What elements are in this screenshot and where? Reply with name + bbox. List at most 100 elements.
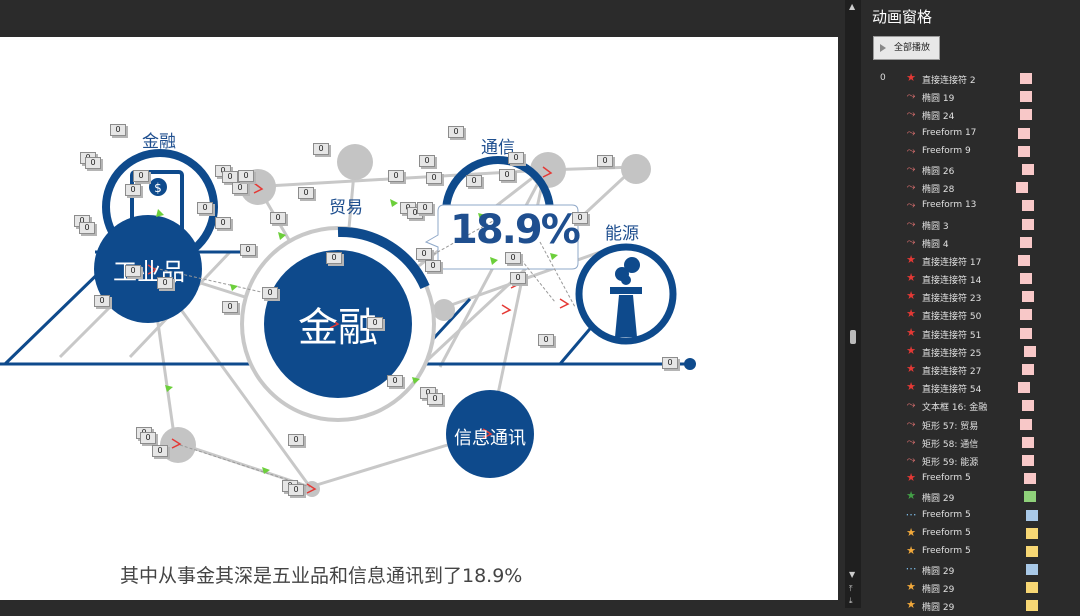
prev-slide-icon[interactable]: ⤒ <box>849 584 853 593</box>
timing-bar[interactable] <box>1020 109 1032 121</box>
timing-bar[interactable] <box>1018 254 1030 266</box>
animation-item[interactable]: ⤳矩形 57: 贸易 <box>862 416 1080 434</box>
animation-order-tag[interactable]: 0 <box>215 217 231 229</box>
animation-item[interactable]: ⤳Freeform 17 <box>862 125 1080 143</box>
timing-bar[interactable] <box>1018 382 1030 394</box>
animation-order-tag[interactable]: 0 <box>505 252 521 264</box>
slide-editor[interactable]: $ <box>0 0 845 608</box>
animation-item[interactable]: ★椭圆 29 <box>862 597 1080 615</box>
animation-order-tag[interactable]: 0 <box>367 317 383 329</box>
timing-bar[interactable] <box>1020 418 1032 430</box>
animation-item[interactable]: ★直接连接符 51 <box>862 325 1080 343</box>
animation-order-tag[interactable]: 0 <box>538 334 554 346</box>
timing-bar[interactable] <box>1026 564 1038 576</box>
animation-order-tag[interactable]: 0 <box>416 248 432 260</box>
label-trade-top[interactable]: 贸易 <box>329 198 363 218</box>
timing-bar[interactable] <box>1026 527 1038 539</box>
animation-order-tag[interactable]: 0 <box>326 252 342 264</box>
animation-item[interactable]: ★直接连接符 23 <box>862 288 1080 306</box>
animation-item[interactable]: ★椭圆 29 <box>862 488 1080 506</box>
animation-order-tag[interactable]: 0 <box>419 155 435 167</box>
animation-order-tag[interactable]: 0 <box>222 301 238 313</box>
animation-order-tag[interactable]: 0 <box>197 202 213 214</box>
animation-list[interactable]: 0★直接连接符 2⤳椭圆 19⤳椭圆 24⤳Freeform 17⤳Freefo… <box>862 70 1080 616</box>
timing-bar[interactable] <box>1024 345 1036 357</box>
animation-order-tag[interactable]: 0 <box>238 170 254 182</box>
animation-order-tag[interactable]: 0 <box>157 277 173 289</box>
animation-order-tag[interactable]: 0 <box>466 175 482 187</box>
timing-bar[interactable] <box>1022 436 1034 448</box>
label-info-comm[interactable]: 信息通讯 <box>454 428 526 449</box>
play-all-button[interactable]: 全部播放 <box>873 36 940 60</box>
animation-order-tag[interactable]: 0 <box>140 432 156 444</box>
timing-bar[interactable] <box>1026 582 1038 594</box>
label-industrial[interactable]: 工业品 <box>113 258 185 286</box>
animation-item[interactable]: ★Freeform 5 <box>862 470 1080 488</box>
animation-order-tag[interactable]: 0 <box>288 434 304 446</box>
editor-scrollbar[interactable]: ▲ ▼ ⤒ ⤓ <box>845 0 861 608</box>
animation-order-tag[interactable]: 0 <box>94 295 110 307</box>
animation-order-tag[interactable]: 0 <box>240 244 256 256</box>
label-finance-top[interactable]: 金融 <box>142 132 176 152</box>
animation-order-tag[interactable]: 0 <box>417 202 433 214</box>
animation-item[interactable]: ★直接连接符 50 <box>862 306 1080 324</box>
animation-order-tag[interactable]: 0 <box>572 212 588 224</box>
timing-bar[interactable] <box>1020 236 1032 248</box>
timing-bar[interactable] <box>1022 364 1034 375</box>
animation-order-tag[interactable]: 0 <box>388 170 404 182</box>
timing-bar[interactable] <box>1022 163 1034 175</box>
animation-order-tag[interactable]: 0 <box>125 184 141 196</box>
animation-order-tag[interactable]: 0 <box>232 182 248 194</box>
animation-item[interactable]: ⤳椭圆 4 <box>862 234 1080 252</box>
animation-order-tag[interactable]: 0 <box>426 172 442 184</box>
animation-item[interactable]: ⋯Freeform 5 <box>862 507 1080 525</box>
animation-order-tag[interactable]: 0 <box>298 187 314 199</box>
animation-order-tag[interactable]: 0 <box>427 393 443 405</box>
timing-bar[interactable] <box>1022 291 1034 303</box>
animation-order-tag[interactable]: 0 <box>499 169 515 181</box>
timing-bar[interactable] <box>1026 509 1038 521</box>
slide-caption[interactable]: 其中从事金其深是五业品和信息通讯到了18.9% <box>120 565 523 587</box>
animation-order-tag[interactable]: 0 <box>662 357 678 369</box>
timing-bar[interactable] <box>1020 73 1032 84</box>
animation-order-tag[interactable]: 0 <box>387 375 403 387</box>
animation-order-tag[interactable]: 0 <box>597 155 613 167</box>
animation-item[interactable]: ⋯椭圆 29 <box>862 561 1080 579</box>
animation-item[interactable]: ★直接连接符 14 <box>862 270 1080 288</box>
animation-item[interactable]: ⤳椭圆 26 <box>862 161 1080 179</box>
timing-bar[interactable] <box>1018 145 1030 157</box>
label-comm-top[interactable]: 通信 <box>481 138 515 158</box>
timing-bar[interactable] <box>1022 200 1034 212</box>
animation-order-tag[interactable]: 0 <box>288 484 304 496</box>
animation-order-tag[interactable]: 0 <box>79 222 95 234</box>
timing-bar[interactable] <box>1026 545 1038 557</box>
animation-order-tag[interactable]: 0 <box>152 445 168 457</box>
animation-item[interactable]: 0★直接连接符 2 <box>862 70 1080 88</box>
animation-item[interactable]: ⤳Freeform 13 <box>862 197 1080 215</box>
timing-bar[interactable] <box>1022 400 1034 412</box>
animation-item[interactable]: ⤳矩形 59: 能源 <box>862 452 1080 470</box>
next-slide-icon[interactable]: ⤓ <box>849 596 853 605</box>
animation-item[interactable]: ★直接连接符 54 <box>862 379 1080 397</box>
timing-bar[interactable] <box>1026 600 1038 612</box>
label-finance-center[interactable]: 金融 <box>298 305 378 351</box>
animation-order-tag[interactable]: 0 <box>270 212 286 224</box>
animation-order-tag[interactable]: 0 <box>262 287 278 299</box>
timing-bar[interactable] <box>1020 91 1032 103</box>
animation-item[interactable]: ⤳椭圆 3 <box>862 216 1080 234</box>
animation-item[interactable]: ★直接连接符 25 <box>862 343 1080 361</box>
label-energy-top[interactable]: 能源 <box>605 224 639 244</box>
timing-bar[interactable] <box>1020 327 1032 339</box>
scroll-down-arrow-icon[interactable]: ▼ <box>849 570 856 579</box>
animation-order-tag[interactable]: 0 <box>110 124 126 136</box>
animation-order-tag[interactable]: 0 <box>510 272 526 284</box>
timing-bar[interactable] <box>1020 309 1032 321</box>
big-percent[interactable]: 18.9% <box>450 207 581 253</box>
animation-item[interactable]: ★椭圆 29 <box>862 579 1080 597</box>
animation-item[interactable]: ⤳椭圆 28 <box>862 179 1080 197</box>
scroll-up-arrow-icon[interactable]: ▲ <box>849 2 856 11</box>
timing-bar[interactable] <box>1024 491 1036 503</box>
animation-item[interactable]: ⤳Freeform 9 <box>862 143 1080 161</box>
animation-order-tag[interactable]: 0 <box>425 260 441 272</box>
animation-item[interactable]: ★直接连接符 17 <box>862 252 1080 270</box>
